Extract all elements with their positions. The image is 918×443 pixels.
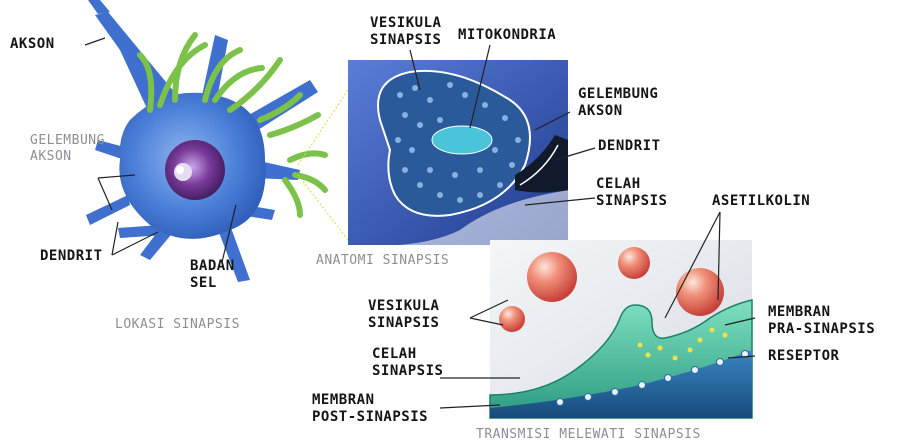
label-membran-pra-line1: MEMBRAN <box>768 304 831 321</box>
label-membran-pra-line2: PRA-SINAPSIS <box>768 321 875 338</box>
anatomy-panel <box>345 60 570 246</box>
label-celah-line2: SINAPSIS <box>596 193 667 210</box>
label-badan-line2: SEL <box>190 275 217 292</box>
neuron-illustration <box>86 0 325 282</box>
label-celah-lower-line1: CELAH <box>372 346 417 363</box>
caption-anatomi-sinapsis: ANATOMI SINAPSIS <box>316 252 449 269</box>
caption-transmisi: TRANSMISI MELEWATI SINAPSIS <box>476 426 701 443</box>
label-vesikula-line2: SINAPSIS <box>370 32 441 49</box>
label-gelembung-akson-line2: AKSON <box>30 148 72 165</box>
label-celah-lower-line2: SINAPSIS <box>372 363 443 380</box>
label-celah-line1: CELAH <box>596 176 641 193</box>
label-membran-post-line2: POST-SINAPSIS <box>312 409 428 426</box>
label-akson: AKSON <box>10 36 55 53</box>
label-membran-post-line1: MEMBRAN <box>312 392 375 409</box>
caption-lokasi-sinapsis: LOKASI SINAPSIS <box>115 316 240 333</box>
label-reseptor: RESEPTOR <box>768 348 839 365</box>
label-vesikula-lower-line2: SINAPSIS <box>368 315 439 332</box>
label-gelembung-akson-line1: GELEMBUNG <box>30 132 105 149</box>
zoom-lines <box>298 90 348 240</box>
label-vesikula-line1: VESIKULA <box>370 15 441 32</box>
label-badan-line1: BADAN <box>190 258 235 275</box>
label-dendrit-right: DENDRIT <box>598 138 661 155</box>
label-dendrit-left: DENDRIT <box>40 248 103 265</box>
label-gelembung-akson-right-line1: GELEMBUNG <box>578 86 658 103</box>
label-asetilkolin: ASETILKOLIN <box>712 193 810 210</box>
label-vesikula-lower-line1: VESIKULA <box>368 298 439 315</box>
transmission-panel <box>490 240 752 418</box>
label-gelembung-akson-right-line2: AKSON <box>578 103 623 120</box>
label-mitokondria: MITOKONDRIA <box>458 27 556 44</box>
